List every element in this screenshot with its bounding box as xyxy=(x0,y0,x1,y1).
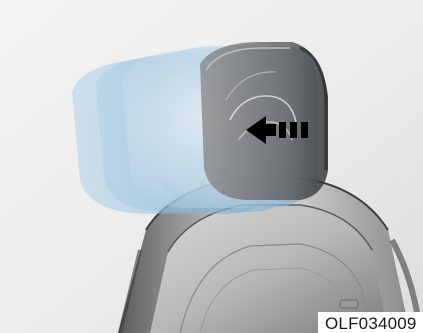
figure-code: OLF034009 xyxy=(318,312,423,333)
